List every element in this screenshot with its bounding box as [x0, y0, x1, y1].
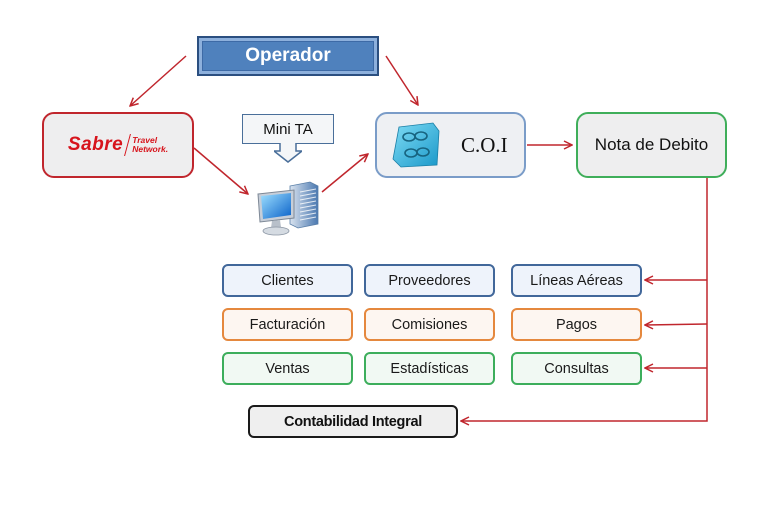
module-proveedores: Proveedores: [364, 264, 495, 297]
contabilidad-integral-node: Contabilidad Integral: [248, 405, 458, 438]
module-clientes: Clientes: [222, 264, 353, 297]
module-label: Ventas: [265, 360, 310, 377]
operador-node: Operador: [197, 36, 379, 76]
module-facturacion: Facturación: [222, 308, 353, 341]
module-consultas: Consultas: [511, 352, 642, 385]
module-ventas: Ventas: [222, 352, 353, 385]
sabre-tagline: Travel Network.: [132, 136, 168, 154]
contabilidad-integral-label: Contabilidad Integral: [284, 413, 422, 430]
module-comisiones: Comisiones: [364, 308, 495, 341]
module-label: Consultas: [544, 360, 609, 377]
module-label: Pagos: [555, 316, 598, 333]
edge-nota-trunk: [461, 178, 708, 421]
desktop-computer-icon: [257, 181, 319, 236]
operador-label: Operador: [245, 45, 331, 66]
edge-operador-sabre: [130, 55, 187, 106]
sabre-separator: [124, 134, 132, 156]
nota-de-debito-label: Nota de Debito: [594, 135, 709, 154]
sabre-brand: Sabre: [67, 134, 124, 155]
edge-computer-coi: [321, 154, 368, 193]
module-estadisticas: Estadísticas: [364, 352, 495, 385]
module-label: Estadísticas: [390, 360, 469, 377]
edge-sabre-computer: [193, 147, 248, 194]
sabre-tagline-line2: Network.: [132, 144, 169, 154]
sabre-tagline-line1: Travel: [132, 135, 158, 145]
module-label: Comisiones: [391, 316, 468, 333]
coi-node: C.O.I: [375, 112, 526, 178]
edge-nota-pagos: [645, 324, 708, 325]
module-lineas-aereas: Líneas Aéreas: [511, 264, 642, 297]
coi-label: C.O.I: [461, 132, 508, 157]
module-pagos: Pagos: [511, 308, 642, 341]
module-label: Proveedores: [388, 272, 471, 289]
down-arrow-icon: [274, 143, 302, 163]
computer-node: [252, 180, 324, 238]
module-label: Facturación: [249, 316, 326, 333]
coi-cube-icon: [392, 122, 440, 168]
mini-ta-callout: Mini TA: [242, 114, 334, 144]
edge-operador-coi: [385, 55, 418, 105]
mini-ta-label: Mini TA: [263, 120, 313, 138]
nota-de-debito-node: Nota de Debito: [576, 112, 727, 178]
module-label: Clientes: [261, 272, 314, 289]
module-label: Líneas Aéreas: [530, 272, 623, 289]
sabre-logo: Sabre Travel Network.: [68, 134, 168, 156]
sabre-node: Sabre Travel Network.: [42, 112, 194, 178]
